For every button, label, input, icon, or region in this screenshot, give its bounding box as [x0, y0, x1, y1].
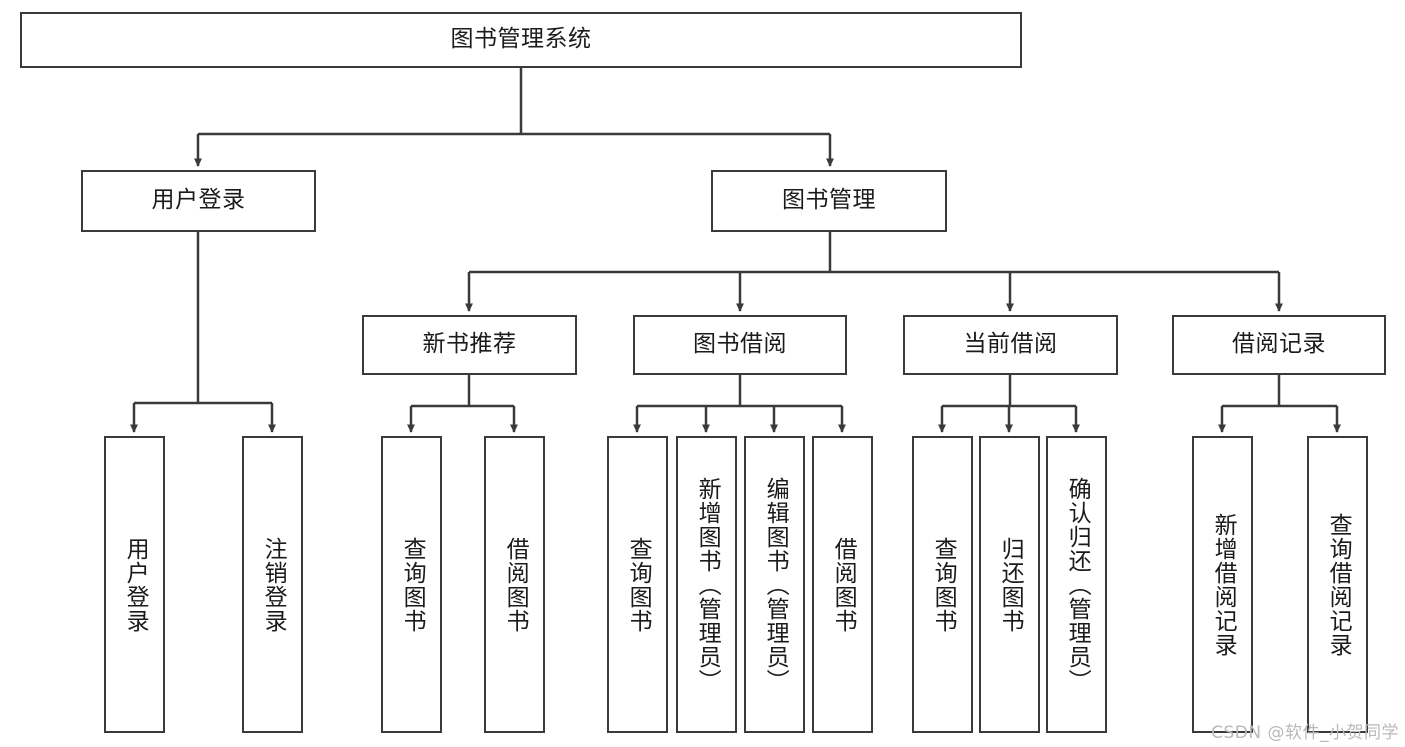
node-new-book-recommend[interactable]: 新书推荐: [362, 315, 577, 375]
csdn-watermark: CSDN @软件_小贺同学: [1211, 723, 1399, 743]
node-book-borrow[interactable]: 图书借阅: [633, 315, 847, 375]
node-user-login[interactable]: 用户登录: [81, 170, 316, 232]
node-label: 用户登录: [151, 187, 246, 214]
node-label: 编辑图书（管理员）: [762, 476, 789, 693]
node-label: 查询图书: [930, 536, 957, 633]
node-leaf-borrow-book-recommend[interactable]: 借阅图书: [484, 436, 545, 733]
node-label: 查询图书: [399, 536, 426, 633]
node-leaf-query-book-borrow[interactable]: 查询图书: [607, 436, 668, 733]
node-root-book-management-system[interactable]: 图书管理系统: [20, 12, 1022, 68]
node-leaf-edit-book-admin[interactable]: 编辑图书（管理员）: [744, 436, 805, 733]
node-leaf-user-login[interactable]: 用户登录: [104, 436, 165, 733]
node-leaf-query-book-current[interactable]: 查询图书: [912, 436, 973, 733]
node-label: 借阅图书: [502, 536, 529, 633]
node-leaf-logout-login[interactable]: 注销登录: [242, 436, 303, 733]
node-label: 新增借阅记录: [1210, 512, 1237, 657]
node-label: 归还图书: [997, 536, 1024, 633]
node-leaf-add-borrow-record[interactable]: 新增借阅记录: [1192, 436, 1253, 733]
node-leaf-add-book-admin[interactable]: 新增图书（管理员）: [676, 436, 737, 733]
node-label: 确认归还（管理员）: [1064, 476, 1091, 693]
node-leaf-confirm-return-admin[interactable]: 确认归还（管理员）: [1046, 436, 1107, 733]
node-book-management[interactable]: 图书管理: [711, 170, 947, 232]
node-label: 借阅图书: [830, 536, 857, 633]
node-label: 新书推荐: [422, 331, 517, 358]
node-label: 新增图书（管理员）: [694, 476, 721, 693]
node-label: 用户登录: [122, 536, 149, 633]
node-label: 借阅记录: [1232, 331, 1326, 358]
node-label: 图书管理: [782, 187, 876, 214]
node-label: 查询图书: [625, 536, 652, 633]
node-borrow-record[interactable]: 借阅记录: [1172, 315, 1386, 375]
node-label: 注销登录: [260, 536, 287, 633]
node-leaf-query-book-recommend[interactable]: 查询图书: [381, 436, 442, 733]
node-leaf-borrow-book[interactable]: 借阅图书: [812, 436, 873, 733]
node-current-borrow[interactable]: 当前借阅: [903, 315, 1118, 375]
node-label: 当前借阅: [963, 331, 1058, 358]
node-label: 图书管理系统: [450, 26, 592, 53]
node-leaf-query-borrow-record[interactable]: 查询借阅记录: [1307, 436, 1368, 733]
node-label: 图书借阅: [693, 331, 787, 358]
node-label: 查询借阅记录: [1325, 512, 1352, 657]
node-leaf-return-book[interactable]: 归还图书: [979, 436, 1040, 733]
